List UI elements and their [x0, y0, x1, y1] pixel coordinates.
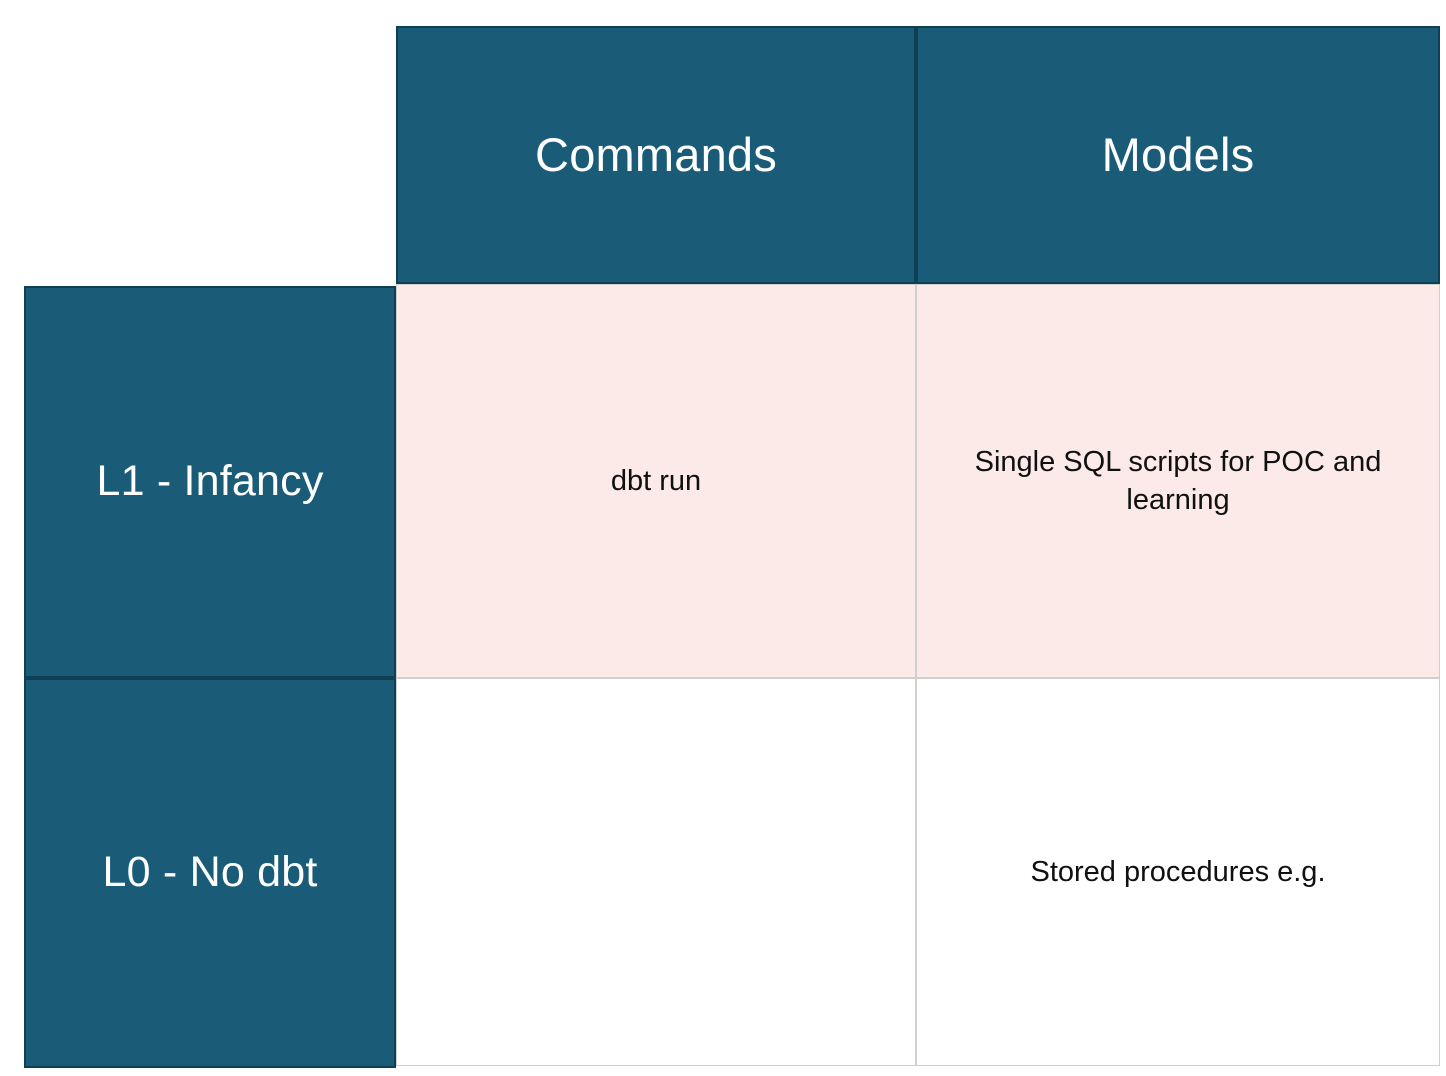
row-label-l0-no-dbt-text: L0 - No dbt — [102, 848, 318, 897]
column-header-models[interactable]: Models — [916, 26, 1440, 284]
cell-l0-models[interactable]: Stored procedures e.g. — [916, 678, 1440, 1066]
column-header-models-label: Models — [1101, 128, 1255, 182]
row-label-l1-infancy-text: L1 - Infancy — [96, 457, 324, 506]
cell-l0-commands[interactable] — [396, 678, 916, 1066]
column-header-commands[interactable]: Commands — [396, 26, 916, 284]
matrix-corner-spacer — [0, 0, 396, 284]
cell-l1-models[interactable]: Single SQL scripts for POC and learning — [916, 284, 1440, 678]
row-label-l0-no-dbt[interactable]: L0 - No dbt — [24, 678, 396, 1068]
row-label-l1-infancy[interactable]: L1 - Infancy — [24, 286, 396, 678]
cell-l1-commands-text: dbt run — [610, 464, 702, 497]
cell-l1-models-text: Single SQL scripts for POC and learning — [974, 445, 1382, 516]
column-header-commands-label: Commands — [535, 128, 777, 182]
cell-l0-models-text: Stored procedures e.g. — [1030, 855, 1326, 888]
cell-l1-commands[interactable]: dbt run — [396, 284, 916, 678]
